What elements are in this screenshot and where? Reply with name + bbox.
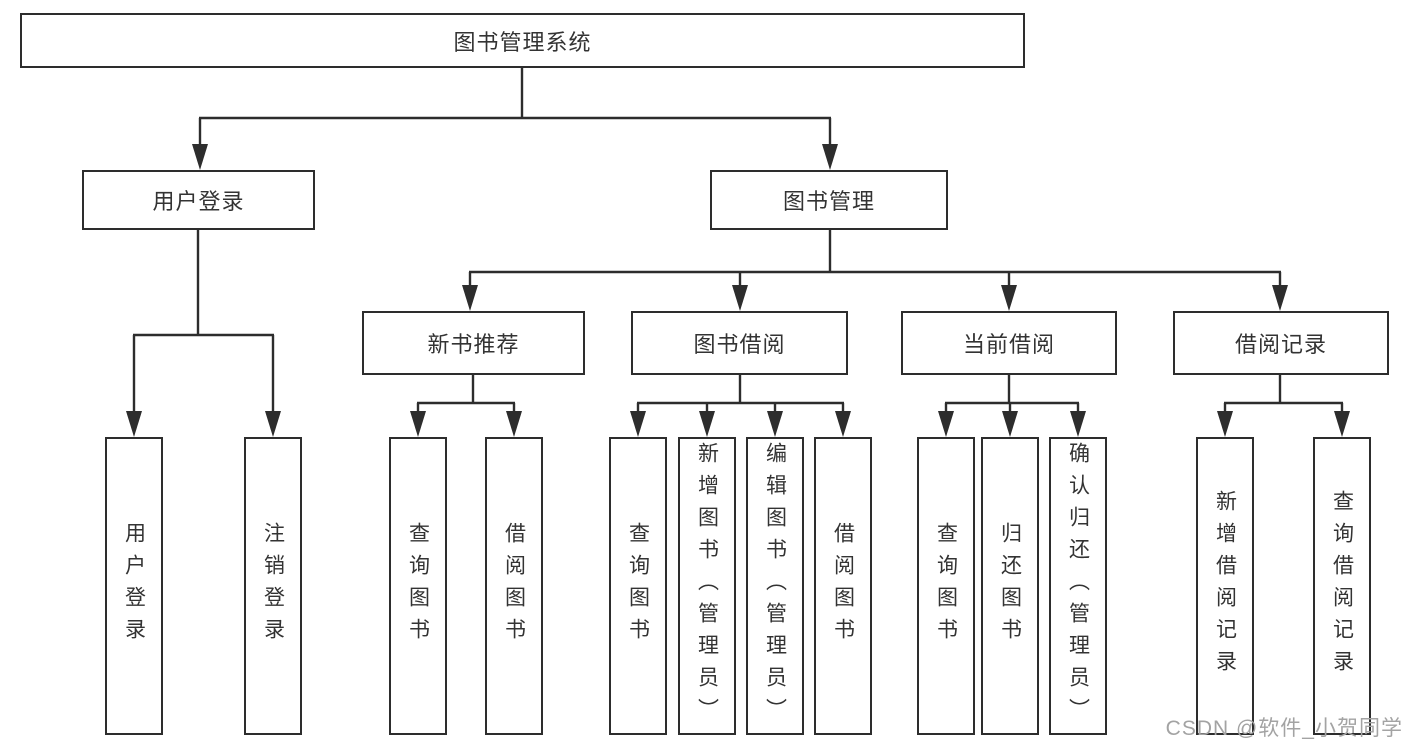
arrow-down-icon (265, 411, 281, 437)
arrow-down-icon (506, 411, 522, 437)
node-label: 用户登录 (152, 189, 245, 214)
node-borrow-records: 借阅记录 (1173, 311, 1389, 375)
node-library-management-system: 图书管理系统 (20, 13, 1025, 68)
csdn-watermark: CSDN @软件_小贺同学 (1165, 717, 1403, 740)
arrow-down-icon (938, 411, 954, 437)
arrow-down-icon (1272, 285, 1288, 311)
leaf-label: 编辑图书（管理员） (763, 442, 787, 730)
connector-book-borrow-to-leaves (630, 375, 851, 437)
arrow-down-icon (732, 285, 748, 311)
leaf-query-borrow-record: 查询借阅记录 (1313, 437, 1371, 735)
leaf-query-book-recommend: 查询图书 (389, 437, 447, 735)
arrow-down-icon (630, 411, 646, 437)
arrow-down-icon (192, 144, 208, 170)
leaf-return-book: 归还图书 (981, 437, 1039, 735)
leaf-label: 用户登录 (122, 522, 146, 650)
leaf-borrow-book: 借阅图书 (814, 437, 872, 735)
leaf-query-book-borrow: 查询图书 (609, 437, 667, 735)
arrow-down-icon (835, 411, 851, 437)
leaf-borrow-book-recommend: 借阅图书 (485, 437, 543, 735)
leaf-label: 查询图书 (934, 522, 958, 650)
leaf-label: 注销登录 (261, 522, 285, 650)
leaf-label: 确认归还（管理员） (1066, 442, 1090, 730)
leaf-add-borrow-record: 新增借阅记录 (1196, 437, 1254, 735)
node-label: 新书推荐 (427, 332, 520, 357)
arrow-down-icon (126, 411, 142, 437)
arrow-down-icon (767, 411, 783, 437)
arrow-down-icon (1070, 411, 1086, 437)
arrow-down-icon (1217, 411, 1233, 437)
leaf-label: 查询借阅记录 (1330, 490, 1354, 682)
leaf-label: 新增图书（管理员） (695, 442, 719, 730)
arrow-down-icon (462, 285, 478, 311)
connector-book-management-to-level3 (462, 230, 1288, 311)
leaf-label: 归还图书 (998, 522, 1022, 650)
node-label: 借阅记录 (1234, 332, 1327, 357)
connector-new-book-recommend-to-leaves (410, 375, 522, 437)
arrow-down-icon (410, 411, 426, 437)
connector-borrow-records-to-leaves (1217, 375, 1350, 437)
arrow-down-icon (1334, 411, 1350, 437)
leaf-label: 查询图书 (626, 522, 650, 650)
node-label: 图书管理系统 (453, 29, 592, 55)
node-label: 图书管理 (782, 189, 875, 214)
node-book-management: 图书管理 (710, 170, 948, 230)
connector-root-to-level2 (192, 68, 838, 170)
node-label: 图书借阅 (693, 332, 786, 357)
node-new-book-recommend: 新书推荐 (362, 311, 585, 375)
connector-current-borrow-to-leaves (938, 375, 1086, 437)
leaf-add-book-admin: 新增图书（管理员） (678, 437, 736, 735)
leaf-label: 借阅图书 (502, 522, 526, 650)
leaf-logout: 注销登录 (244, 437, 302, 735)
node-label: 当前借阅 (962, 332, 1055, 357)
connector-user-login-to-leaves (126, 230, 281, 437)
leaf-query-book-current: 查询图书 (917, 437, 975, 735)
arrow-down-icon (1001, 285, 1017, 311)
arrow-down-icon (822, 144, 838, 170)
leaf-edit-book-admin: 编辑图书（管理员） (746, 437, 804, 735)
leaf-label: 查询图书 (406, 522, 430, 650)
node-current-borrow: 当前借阅 (901, 311, 1117, 375)
leaf-label: 借阅图书 (831, 522, 855, 650)
leaf-label: 新增借阅记录 (1213, 490, 1237, 682)
node-book-borrow: 图书借阅 (631, 311, 848, 375)
leaf-confirm-return-admin: 确认归还（管理员） (1049, 437, 1107, 735)
node-user-login: 用户登录 (82, 170, 315, 230)
arrow-down-icon (699, 411, 715, 437)
arrow-down-icon (1002, 411, 1018, 437)
leaf-user-login: 用户登录 (105, 437, 163, 735)
